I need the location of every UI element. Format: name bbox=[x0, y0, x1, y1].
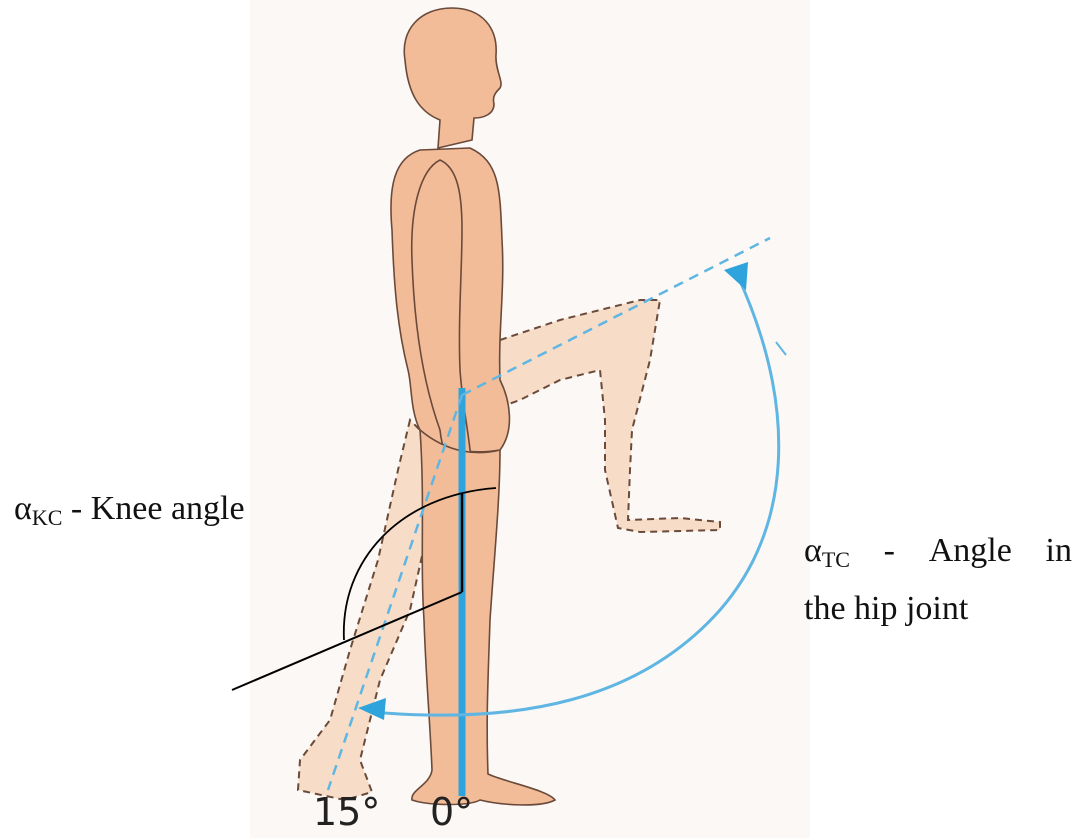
hip-angle-symbol-group: αTC bbox=[804, 528, 850, 575]
hip-angle-dash: - bbox=[884, 528, 895, 575]
hip-angle-symbol: α bbox=[804, 532, 822, 569]
knee-angle-text: - Knee angle bbox=[62, 490, 244, 527]
knee-angle-label: αKC - Knee angle bbox=[14, 486, 245, 533]
hip-angle-subscript: TC bbox=[822, 547, 850, 572]
hip-angle-label-line1: αTC - Angle in bbox=[804, 528, 1072, 575]
knee-angle-symbol: α bbox=[14, 490, 32, 527]
hip-angle-label-line2: the hip joint bbox=[804, 586, 968, 632]
hip-angle-word-angle: Angle bbox=[929, 528, 1012, 575]
hip-angle-word-in: in bbox=[1046, 528, 1072, 575]
angle-mark-15: 15° bbox=[313, 790, 380, 834]
knee-angle-subscript: KC bbox=[32, 505, 63, 530]
angle-mark-0: 0° bbox=[430, 790, 473, 834]
